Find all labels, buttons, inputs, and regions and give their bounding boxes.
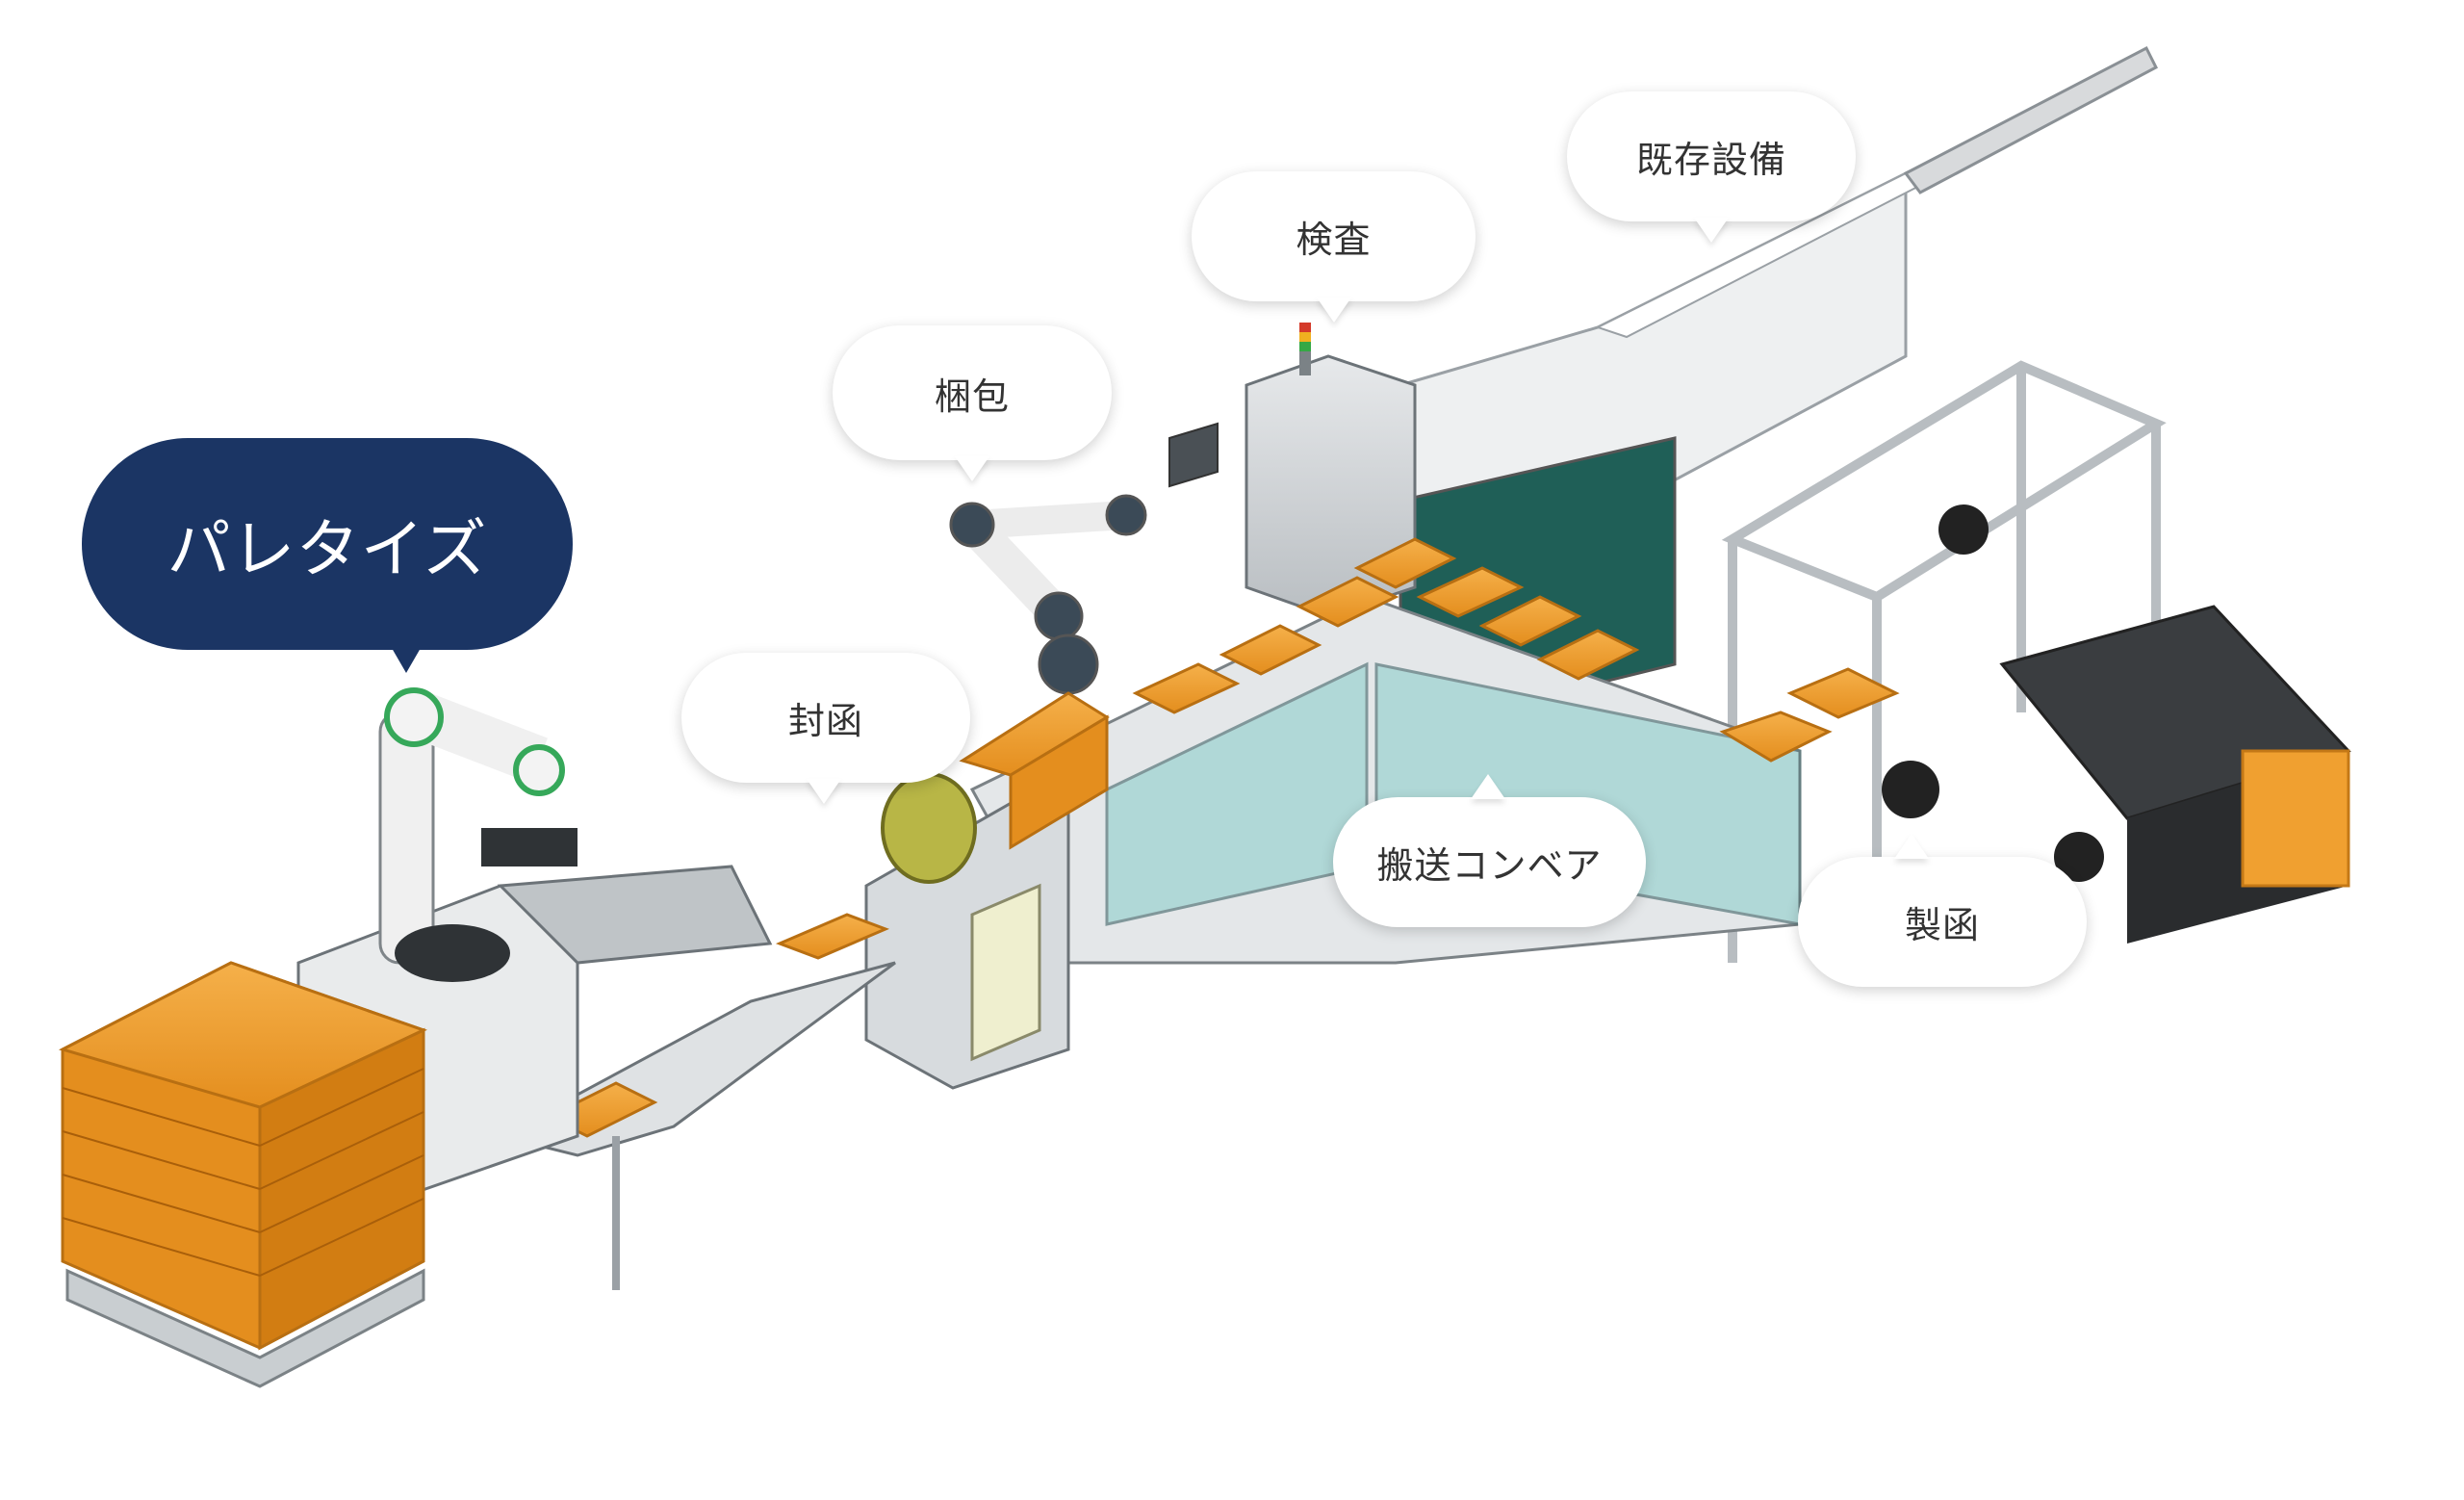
callout-conveyor-text: 搬送コンベア <box>1333 797 1646 927</box>
existing-equipment <box>1399 45 2158 734</box>
callout-tail <box>1894 834 1929 859</box>
callout-tail <box>385 636 427 673</box>
callout-existing-text: 既存設備 <box>1567 91 1856 221</box>
callout-tail <box>1694 218 1729 243</box>
inspection-cabinet <box>1168 323 1417 618</box>
callout-inspection-text: 検査 <box>1192 171 1476 301</box>
callout-sealing: 封函 <box>681 653 970 804</box>
carton-magazine <box>1882 504 2351 944</box>
callout-tail <box>955 456 989 481</box>
pallet-stack <box>58 961 427 1388</box>
callout-packing-text: 梱包 <box>833 325 1112 460</box>
callout-forming: 製函 <box>1798 834 2087 987</box>
callout-palletize-text: パレタイズ <box>82 438 573 650</box>
callout-packing: 梱包 <box>833 325 1112 481</box>
callout-forming-text: 製函 <box>1798 857 2087 987</box>
callout-tail <box>1471 774 1505 799</box>
callout-palletize: パレタイズ <box>82 438 573 673</box>
callout-tail <box>807 779 841 804</box>
case-sealer <box>864 691 1110 1090</box>
callout-tail <box>1317 297 1351 323</box>
packing-robot <box>949 494 1147 695</box>
callout-sealing-text: 封函 <box>681 653 970 783</box>
cases-on-conveyor <box>1132 537 1900 763</box>
callout-existing: 既存設備 <box>1567 91 1856 243</box>
callout-inspection: 検査 <box>1192 171 1476 323</box>
callout-conveyor: 搬送コンベア <box>1333 774 1646 927</box>
